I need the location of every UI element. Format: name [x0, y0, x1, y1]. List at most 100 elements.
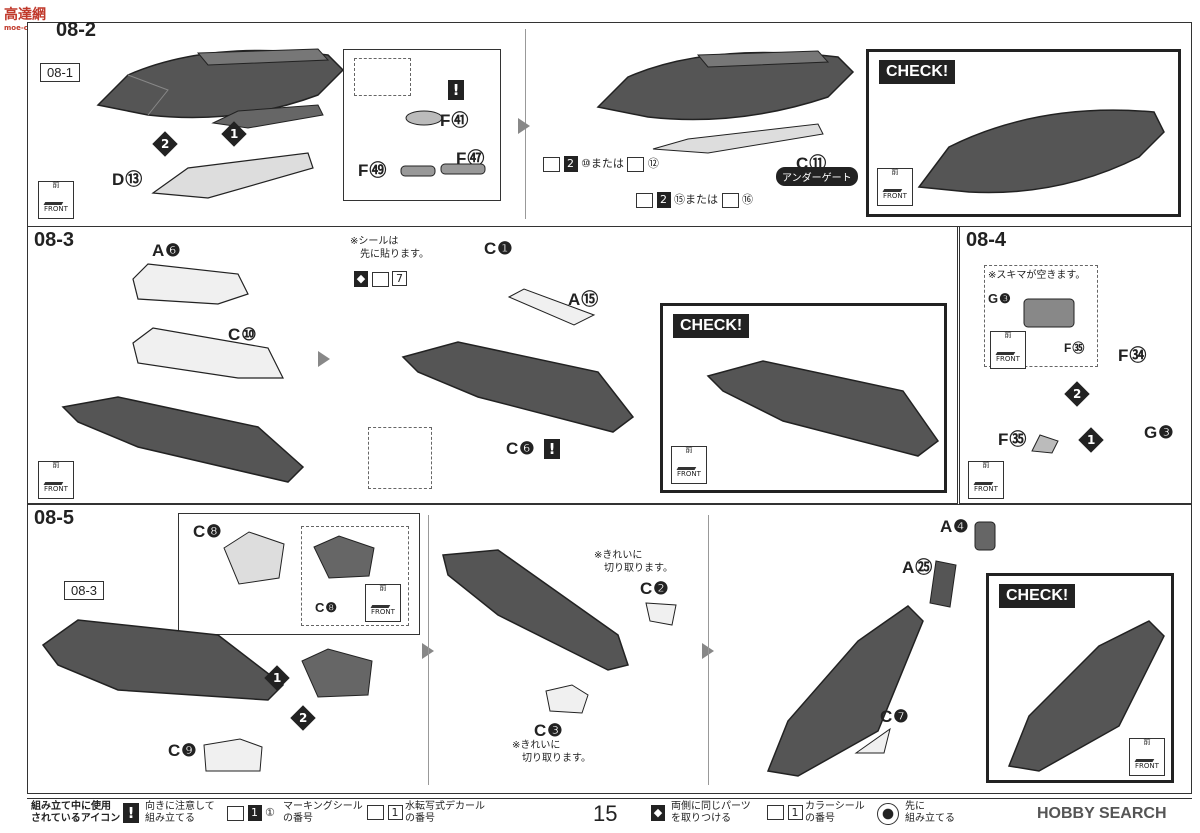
decal-icon-alt	[721, 192, 739, 208]
sword-body-illustration	[96, 48, 345, 119]
legend-marking-seal: 1 ①	[227, 805, 275, 821]
ref-step-08-3: 08-3	[64, 581, 105, 600]
decal-or: または	[590, 157, 624, 170]
part-label-c6: C❻	[506, 439, 536, 458]
part-a4-illustration	[974, 521, 996, 551]
part-label-d13: D⑬	[112, 170, 144, 189]
part-a6-illustration	[132, 263, 249, 305]
decal-icon-alt	[627, 156, 645, 172]
decal-line-1: 2 ⑩または ⑫	[543, 155, 659, 172]
order-1-marker: 1	[1078, 427, 1104, 453]
decal-count: 2	[563, 156, 578, 172]
part-c2-illustration	[645, 602, 677, 626]
marking-seal-alt: ①	[265, 806, 275, 819]
part-label-c8-b: C❽	[315, 600, 339, 615]
marking-seal-count: 1	[247, 805, 262, 821]
step-number: 08-3	[34, 229, 75, 251]
part-c11-illustration	[652, 123, 824, 154]
part-d13-illustration	[151, 152, 314, 199]
sword-assembly-illustration	[401, 341, 635, 433]
part-c3-illustration	[545, 684, 589, 714]
seal-first-note: ※シールは 先に貼ります。	[350, 236, 429, 260]
part-label-f47: F㊼	[456, 149, 486, 168]
brand-watermark: HOBBY SEARCH	[1037, 805, 1167, 823]
warning-icon: !	[448, 80, 464, 100]
part-label-a4: A❹	[940, 517, 970, 536]
water-decal-count: 1	[387, 804, 403, 820]
legend-water-decal: 1	[367, 804, 403, 820]
part-f35-illustration	[1031, 434, 1059, 454]
both-sides-icon: ◆	[651, 805, 665, 821]
part-c9-illustration	[203, 738, 263, 772]
part-label-c7: C❼	[880, 707, 910, 726]
part-label-a15: A⑮	[568, 290, 600, 309]
cut-note-c2: ※きれいに 切り取ります。	[594, 550, 673, 574]
check-view-illustration	[706, 360, 940, 457]
check-tag: CHECK!	[879, 60, 956, 84]
part-c10-illustration	[132, 327, 284, 379]
part-label-a25: A㉕	[902, 558, 934, 577]
part-label-c1: C❶	[484, 239, 514, 258]
legend-orientation-text: 向きに注意して 組み立てる	[145, 801, 215, 824]
decal-option-a: ⑮	[674, 193, 685, 206]
order-2-marker: 2	[290, 705, 316, 731]
detail-dotbox	[984, 265, 1098, 367]
part-c8-assembly-illustration	[301, 648, 373, 698]
warning-icon: !	[123, 803, 139, 823]
legend-color-seal-text: カラーシール の番号	[805, 801, 865, 824]
sword-body-illustration	[61, 396, 305, 483]
next-arrow	[318, 351, 330, 367]
ref-step-08-1: 08-1	[40, 63, 81, 82]
both-sides-icon: ◆	[354, 271, 368, 287]
part-a15-illustration	[507, 288, 596, 326]
part-label-c3: C❸	[534, 721, 564, 740]
brand-text: HOBBY SEARCH	[1037, 805, 1167, 822]
legend-title: 組み立て中に使用 されているアイコン	[31, 801, 121, 824]
site-logo-text: 高達網	[4, 7, 46, 23]
seal-icon	[371, 271, 389, 287]
detail-dotbox	[301, 526, 409, 626]
step-number: 08-4	[966, 229, 1007, 251]
check-view-illustration	[1007, 620, 1165, 772]
marking-seal-icon	[227, 805, 244, 821]
detail-callout: ! F㊶ F㊾ F㊼	[343, 49, 501, 201]
seal-number-row: ◆ 7	[354, 271, 407, 287]
order-2-marker: 2	[1064, 381, 1090, 407]
part-label-g3-b: G❸	[1144, 423, 1175, 442]
panel-divider	[428, 515, 429, 785]
legend-color-seal: 1	[767, 804, 803, 820]
decal-icon	[636, 192, 653, 208]
gap-note: ※スキマが空きます。	[988, 270, 1086, 281]
under-gate-badge: アンダーゲート	[776, 167, 858, 186]
page-number: 15	[593, 801, 618, 826]
sword-tip-illustration	[442, 549, 629, 671]
part-label-c8: C❽	[193, 522, 223, 541]
part-assembly-detail-illustration	[1023, 298, 1075, 328]
part-label-f34: F㉞	[1118, 346, 1148, 365]
decal-icon	[543, 156, 560, 172]
legend-water-decal-text: 水転写式デカール の番号	[405, 801, 485, 824]
part-insert-illustration	[211, 104, 324, 129]
part-label-f49: F㊾	[358, 161, 388, 180]
part-label-c2: C❷	[640, 579, 670, 598]
seal-number: 7	[392, 271, 407, 286]
part-label-f41: F㊶	[440, 111, 470, 130]
step-number: 08-5	[34, 507, 75, 529]
part-label-c10: C⑩	[228, 325, 258, 344]
decal-option-b: ⑫	[647, 157, 659, 170]
next-arrow	[518, 118, 530, 134]
part-label-g3: G❸	[988, 291, 1012, 306]
legend-both-sides-text: 両側に同じパーツ を取りつける	[671, 801, 751, 824]
legend-pre-assemble-text: 先に 組み立てる	[905, 801, 955, 824]
part-c7-illustration	[854, 727, 891, 754]
icon-legend-bar: 組み立て中に使用 されているアイコン ! 向きに注意して 組み立てる 1 ① マ…	[27, 798, 1192, 831]
water-decal-icon	[367, 805, 384, 820]
